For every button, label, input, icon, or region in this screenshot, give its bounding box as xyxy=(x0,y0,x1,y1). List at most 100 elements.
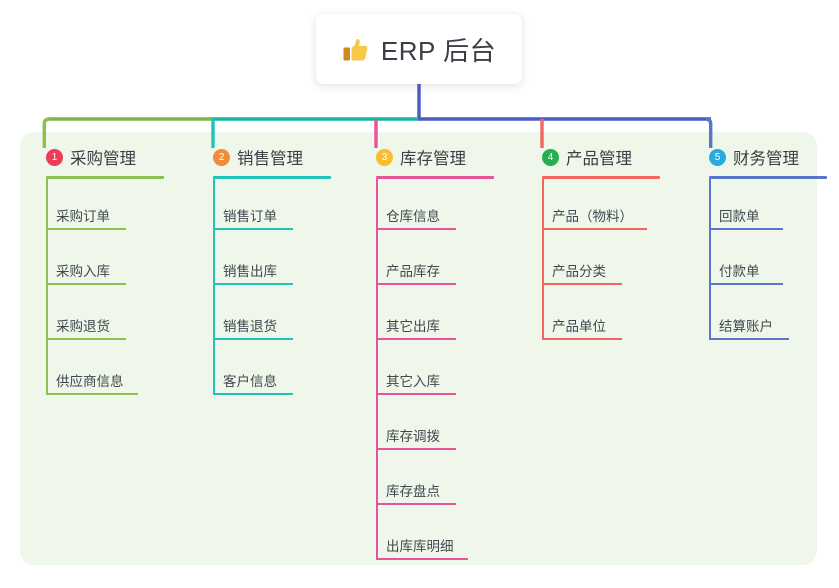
list-item-underline xyxy=(46,338,126,340)
list-item-underline xyxy=(376,338,456,340)
column-header-2[interactable]: 2 销售管理 xyxy=(195,145,331,169)
list-item-label: 结算账户 xyxy=(719,319,773,334)
list-item-underline xyxy=(376,228,456,230)
list-item-underline xyxy=(213,283,293,285)
column-header-5[interactable]: 5 财务管理 xyxy=(691,145,827,169)
list-item[interactable]: 产品库存 xyxy=(358,234,494,289)
list-item-label: 销售订单 xyxy=(223,209,277,224)
column-badge-5: 5 xyxy=(709,148,726,166)
column-header-1[interactable]: 1 采购管理 xyxy=(28,145,164,169)
list-item-label: 出库库明细 xyxy=(386,539,454,554)
list-item-label: 销售出库 xyxy=(223,264,277,279)
column-spine-2 xyxy=(213,179,215,395)
list-item[interactable]: 结算账户 xyxy=(691,289,827,344)
list-item[interactable]: 付款单 xyxy=(691,234,827,289)
column-header-4[interactable]: 4 产品管理 xyxy=(524,145,660,169)
list-item[interactable]: 仓库信息 xyxy=(358,179,494,234)
list-item[interactable]: 采购退货 xyxy=(28,289,164,344)
list-item[interactable]: 产品单位 xyxy=(524,289,660,344)
column-2: 2 销售管理销售订单销售出库销售退货客户信息 xyxy=(195,145,331,399)
list-item-underline xyxy=(542,338,622,340)
list-item-underline xyxy=(376,283,456,285)
column-badge-2: 2 xyxy=(213,148,230,166)
column-underline-2 xyxy=(213,176,331,179)
column-spine-1 xyxy=(46,179,48,395)
list-item[interactable]: 销售订单 xyxy=(195,179,331,234)
column-spine-5 xyxy=(709,179,711,340)
column-underline-1 xyxy=(46,176,164,179)
list-item-underline xyxy=(46,228,126,230)
column-title-1: 采购管理 xyxy=(70,150,136,168)
list-item-label: 产品（物料） xyxy=(552,209,633,224)
column-items-3: 仓库信息产品库存其它出库其它入库库存调拨库存盘点出库库明细 xyxy=(358,179,494,564)
column-underline-3 xyxy=(376,176,494,179)
list-item-label: 采购退货 xyxy=(56,319,110,334)
list-item-label: 产品库存 xyxy=(386,264,440,279)
column-title-4: 产品管理 xyxy=(566,150,632,168)
list-item-underline xyxy=(46,283,126,285)
column-badge-4: 4 xyxy=(542,148,559,166)
list-item-label: 付款单 xyxy=(719,264,760,279)
list-item[interactable]: 采购订单 xyxy=(28,179,164,234)
list-item[interactable]: 回款单 xyxy=(691,179,827,234)
list-item-underline xyxy=(709,338,789,340)
list-item-underline xyxy=(376,503,456,505)
list-item-label: 销售退货 xyxy=(223,319,277,334)
thumbs-up-icon xyxy=(342,36,370,64)
column-spine-3 xyxy=(376,179,378,560)
column-items-1: 采购订单采购入库采购退货供应商信息 xyxy=(28,179,164,399)
list-item[interactable]: 客户信息 xyxy=(195,344,331,399)
list-item-label: 仓库信息 xyxy=(386,209,440,224)
list-item[interactable]: 产品（物料） xyxy=(524,179,660,234)
column-3: 3 库存管理仓库信息产品库存其它出库其它入库库存调拨库存盘点出库库明细 xyxy=(358,145,494,564)
list-item-underline xyxy=(709,228,783,230)
root-title: ERP 后台 xyxy=(380,35,497,66)
list-item-underline xyxy=(376,448,456,450)
list-item-label: 客户信息 xyxy=(223,374,277,389)
list-item[interactable]: 销售退货 xyxy=(195,289,331,344)
list-item[interactable]: 其它入库 xyxy=(358,344,494,399)
list-item-label: 库存盘点 xyxy=(386,484,440,499)
list-item[interactable]: 产品分类 xyxy=(524,234,660,289)
list-item-underline xyxy=(46,393,138,395)
list-item-underline xyxy=(213,393,293,395)
column-4: 4 产品管理产品（物料） 产品分类产品单位 xyxy=(524,145,660,344)
column-items-2: 销售订单销售出库销售退货客户信息 xyxy=(195,179,331,399)
column-header-3[interactable]: 3 库存管理 xyxy=(358,145,494,169)
list-item[interactable]: 库存盘点 xyxy=(358,454,494,509)
column-1: 1 采购管理采购订单采购入库采购退货供应商信息 xyxy=(28,145,164,399)
column-items-4: 产品（物料） 产品分类产品单位 xyxy=(524,179,660,344)
list-item-underline xyxy=(542,228,647,230)
list-item-underline xyxy=(542,283,622,285)
list-item-underline xyxy=(213,338,293,340)
list-item[interactable]: 其它出库 xyxy=(358,289,494,344)
list-item-underline xyxy=(376,393,456,395)
list-item-label: 采购入库 xyxy=(56,264,110,279)
column-underline-5 xyxy=(709,176,827,179)
list-item[interactable]: 销售出库 xyxy=(195,234,331,289)
list-item-label: 库存调拨 xyxy=(386,429,440,444)
column-badge-1: 1 xyxy=(46,148,63,166)
list-item[interactable]: 出库库明细 xyxy=(358,509,494,564)
list-item-label: 其它出库 xyxy=(386,319,440,334)
column-spine-4 xyxy=(542,179,544,340)
list-item[interactable]: 采购入库 xyxy=(28,234,164,289)
content-panel xyxy=(20,132,817,565)
column-items-5: 回款单付款单结算账户 xyxy=(691,179,827,344)
column-title-5: 财务管理 xyxy=(733,150,799,168)
list-item-label: 产品单位 xyxy=(552,319,606,334)
list-item-label: 产品分类 xyxy=(552,264,606,279)
list-item[interactable]: 供应商信息 xyxy=(28,344,164,399)
list-item[interactable]: 库存调拨 xyxy=(358,399,494,454)
list-item-underline xyxy=(709,283,783,285)
list-item-label: 采购订单 xyxy=(56,209,110,224)
column-badge-3: 3 xyxy=(376,148,393,166)
list-item-label: 供应商信息 xyxy=(56,374,124,389)
column-title-2: 销售管理 xyxy=(237,150,303,168)
list-item-underline xyxy=(376,558,468,560)
list-item-label: 其它入库 xyxy=(386,374,440,389)
column-title-3: 库存管理 xyxy=(400,150,466,168)
column-underline-4 xyxy=(542,176,660,179)
root-node[interactable]: ERP 后台 xyxy=(316,14,522,84)
